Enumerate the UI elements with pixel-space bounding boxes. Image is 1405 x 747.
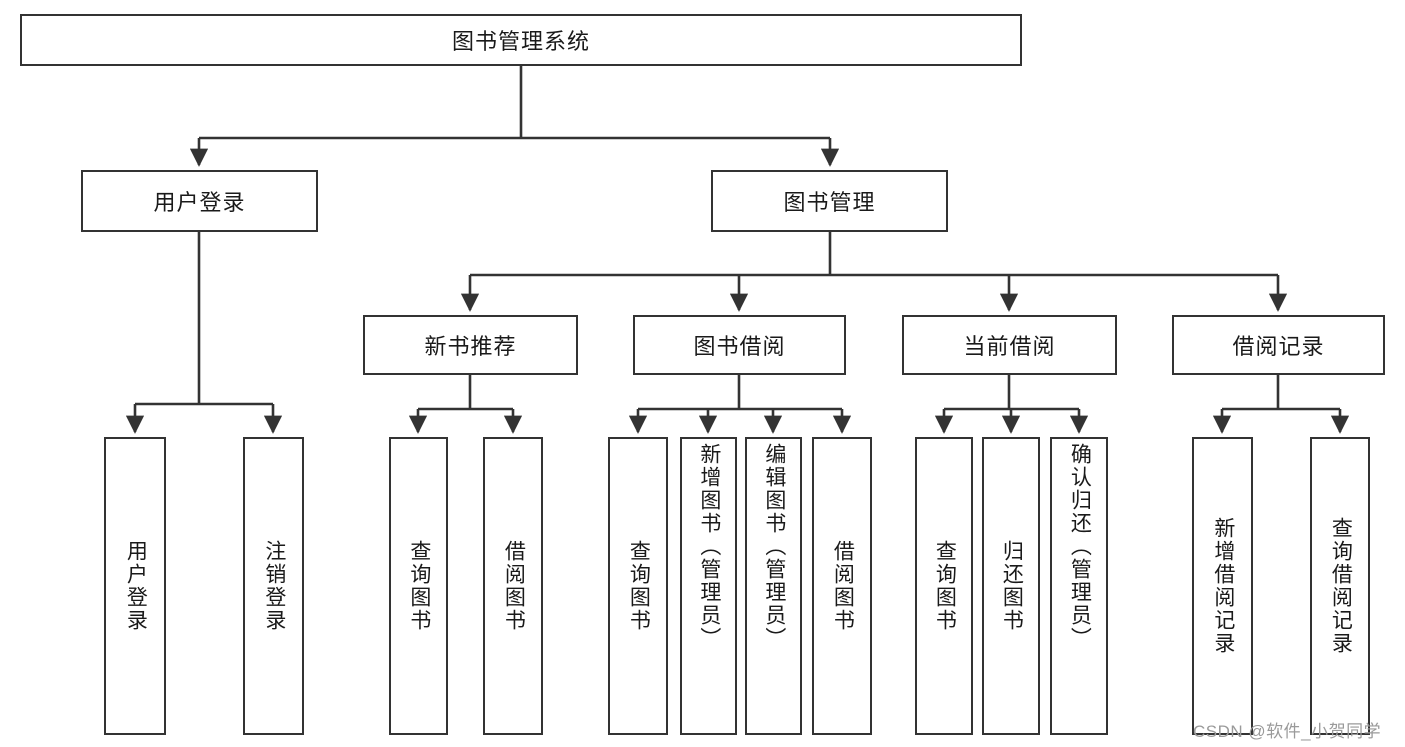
leaf-record-add-record[interactable]: 新增借阅记录 xyxy=(1192,437,1253,735)
leaf-current-return-book[interactable]: 归还图书 xyxy=(982,437,1040,735)
node-book-borrow[interactable]: 图书借阅 xyxy=(633,315,846,375)
csdn-watermark: CSDN @软件_小贺同学 xyxy=(1193,722,1382,741)
leaf-user-logout[interactable]: 注销登录 xyxy=(243,437,304,735)
leaf-current-confirm-return-admin[interactable]: 确认归还（管理员） xyxy=(1050,437,1108,735)
node-book-management[interactable]: 图书管理 xyxy=(711,170,948,232)
leaf-borrow-edit-book-admin[interactable]: 编辑图书（管理员） xyxy=(745,437,802,735)
node-borrow-record[interactable]: 借阅记录 xyxy=(1172,315,1385,375)
node-new-book-recommend[interactable]: 新书推荐 xyxy=(363,315,578,375)
leaf-borrow-add-book-admin[interactable]: 新增图书（管理员） xyxy=(680,437,737,735)
leaf-borrow-query-book[interactable]: 查询图书 xyxy=(608,437,668,735)
leaf-borrow-lend-book[interactable]: 借阅图书 xyxy=(812,437,872,735)
node-root[interactable]: 图书管理系统 xyxy=(20,14,1022,66)
leaf-record-query-record[interactable]: 查询借阅记录 xyxy=(1310,437,1370,735)
leaf-current-query-book[interactable]: 查询图书 xyxy=(915,437,973,735)
leaf-newbook-query-book[interactable]: 查询图书 xyxy=(389,437,448,735)
node-user-login[interactable]: 用户登录 xyxy=(81,170,318,232)
leaf-user-login[interactable]: 用户登录 xyxy=(104,437,166,735)
leaf-newbook-borrow-book[interactable]: 借阅图书 xyxy=(483,437,543,735)
node-current-borrow[interactable]: 当前借阅 xyxy=(902,315,1117,375)
